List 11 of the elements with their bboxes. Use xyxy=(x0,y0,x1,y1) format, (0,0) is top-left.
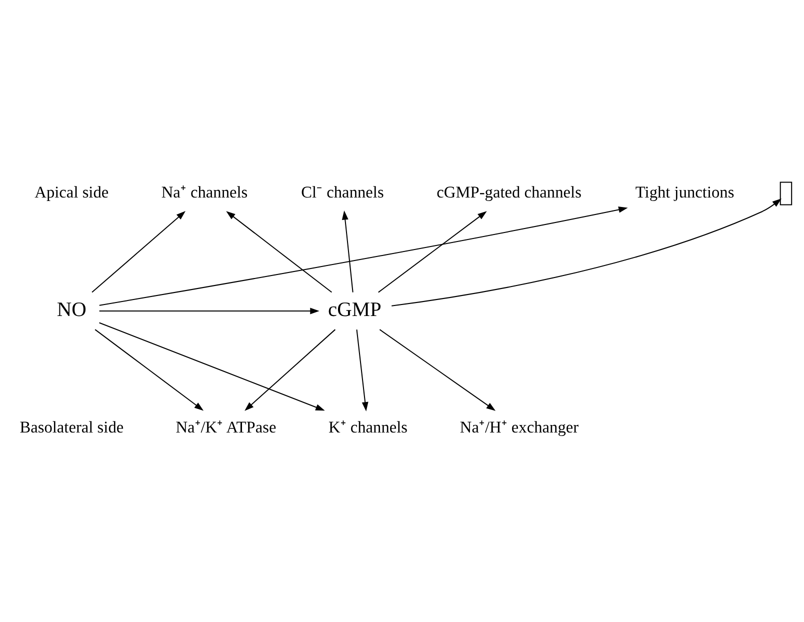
node-text: NO xyxy=(56,299,86,322)
node-text: Tight junctions xyxy=(635,182,734,202)
node-text: Cl⁻ channels xyxy=(301,182,384,202)
label: Apical side xyxy=(34,182,109,202)
node-text: cGMP xyxy=(328,299,382,322)
node-text: Na⁺ channels xyxy=(161,182,248,202)
node-text: cGMP-gated channels xyxy=(436,182,582,202)
node-text: Na⁺/K⁺ ATPase xyxy=(176,417,276,436)
node-text: Na⁺/H⁺ exchanger xyxy=(460,417,579,436)
node-text: K⁺ channels xyxy=(328,417,408,436)
label: Basolateral side xyxy=(20,417,124,436)
